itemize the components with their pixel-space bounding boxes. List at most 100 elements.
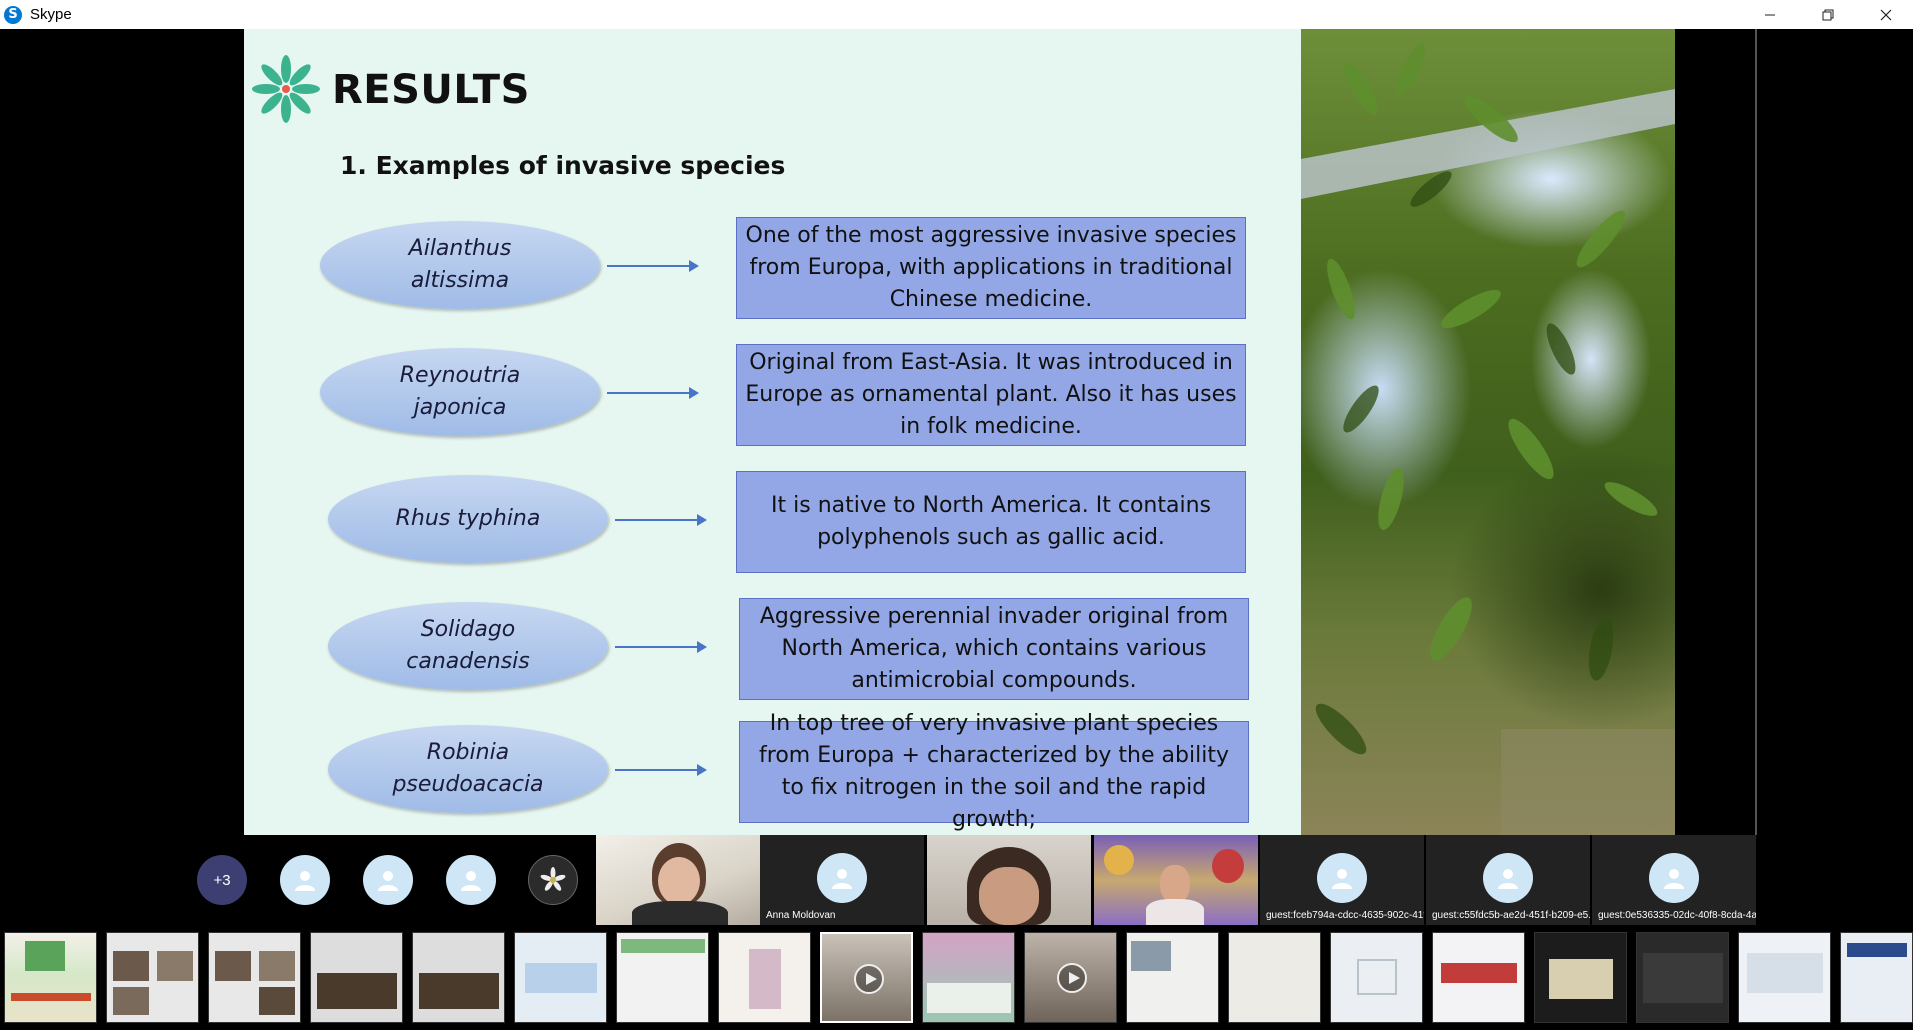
restore-button[interactable] [1800,0,1855,29]
play-icon[interactable] [854,964,884,994]
shared-content-filmstrip [0,925,1913,1030]
thumbnail[interactable] [514,932,607,1023]
participant-name: Anna Moldovan [766,910,836,921]
species-ellipse: Robinia pseudoacacia [328,725,608,813]
thumb-graphic [927,983,1011,1013]
species-description: It is native to North America. It contai… [736,471,1246,573]
play-icon[interactable] [1057,963,1087,993]
participant-tile-guest[interactable]: guest:0e536335-02dc-40f8-8cda-4a... [1592,835,1756,925]
close-button[interactable] [1858,0,1913,29]
thumbnail[interactable] [4,932,97,1023]
thumb-graphic [525,963,597,993]
thumb-graphic [749,949,781,1009]
arrow-icon [607,260,699,272]
species-ellipse: Rhus typhina [328,475,608,563]
flower-logo-icon [252,55,320,123]
thumbnail[interactable] [208,932,301,1023]
participant-video-tile[interactable] [1094,835,1258,925]
slide-subtitle: 1. Examples of invasive species [340,151,786,180]
participant-avatar[interactable] [446,855,496,905]
participant-avatar-image[interactable] [528,855,578,905]
person-icon [295,871,315,891]
thumb-graphic [1847,943,1907,957]
species-row: Ailanthus altissima One of the most aggr… [244,217,1301,321]
arrow-icon [615,764,707,776]
thumbnail[interactable] [412,932,505,1023]
thumbnail[interactable] [1534,932,1627,1023]
participant-tile-guest[interactable]: guest:c55fdc5b-ae2d-451f-b209-e5... [1426,835,1590,925]
participant-name: guest:0e536335-02dc-40f8-8cda-4a... [1598,910,1756,921]
species-row: Solidago canadensis Aggressive perennial… [244,598,1301,702]
thumb-graphic [419,973,499,1009]
species-row: Rhus typhina It is native to North Ameri… [244,471,1301,575]
participant-tile-anna[interactable]: Anna Moldovan [760,835,924,925]
thumbnail[interactable] [1738,932,1831,1023]
species-description: Aggressive perennial invader original fr… [739,598,1249,700]
thumbnail[interactable] [1636,932,1729,1023]
arrow-icon [615,514,707,526]
thumbnail[interactable] [1330,932,1423,1023]
person-icon [1664,869,1684,889]
thumb-graphic [25,941,65,971]
thumb-graphic [113,987,149,1015]
species-description: Original from East-Asia. It was introduc… [736,344,1246,446]
thumbnail[interactable] [1840,932,1913,1023]
thumbnail-selected[interactable] [820,932,913,1023]
thumb-graphic [1643,953,1723,1003]
skype-logo-icon: S [4,5,22,24]
toy-decoration [1104,845,1134,875]
foliage-drawing [1301,43,1675,835]
person-icon [461,871,481,891]
thumb-graphic [157,951,193,981]
thumb-graphic [1357,959,1397,995]
more-participants-button[interactable]: +3 [197,855,247,905]
thumb-graphic [1131,941,1171,971]
thumbnail[interactable] [310,932,403,1023]
participant-body [1146,899,1204,925]
tree-photo [1301,29,1675,835]
participant-video-tile[interactable] [596,835,760,925]
edelweiss-icon [540,867,566,891]
person-icon [378,871,398,891]
thumb-graphic [1549,959,1613,999]
participant-avatar[interactable] [363,855,413,905]
species-ellipse: Solidago canadensis [328,602,608,690]
participant-name: guest:c55fdc5b-ae2d-451f-b209-e5... [1432,910,1590,921]
species-row: Robinia pseudoacacia In top tree of very… [244,711,1301,832]
thumb-graphic [621,939,705,953]
participant-video-tile[interactable] [927,835,1091,925]
participant-face [658,857,700,905]
participant-avatar [1649,853,1699,903]
presentation-slide: RESULTS 1. Examples of invasive species … [244,29,1301,835]
participant-face [979,867,1039,925]
species-description: In top tree of very invasive plant speci… [739,711,1249,832]
arrow-icon [615,641,707,653]
participant-name: guest:fceb794a-cdcc-4635-902c-41f... [1266,910,1424,921]
thumb-graphic [317,973,397,1009]
thumbnail[interactable] [106,932,199,1023]
thumbnail[interactable] [1228,932,1321,1023]
person-icon [832,869,852,889]
participant-tile-guest[interactable]: guest:fceb794a-cdcc-4635-902c-41f... [1260,835,1424,925]
minimize-button[interactable] [1742,0,1797,29]
thumb-graphic [259,987,295,1015]
species-ellipse: Ailanthus altissima [320,221,600,309]
participant-avatar[interactable] [280,855,330,905]
participant-avatar [1317,853,1367,903]
title-bar: S Skype [0,0,1913,29]
thumb-graphic [1441,963,1517,983]
thumbnail[interactable] [1126,932,1219,1023]
arrow-icon [607,387,699,399]
thumbnail[interactable] [922,932,1015,1023]
thumb-graphic [1747,953,1823,993]
person-icon [1498,869,1518,889]
thumbnail[interactable] [1432,932,1525,1023]
thumbnail[interactable] [1024,932,1117,1023]
slide-title: RESULTS [332,67,530,113]
species-ellipse: Reynoutria japonica [320,348,600,436]
toy-decoration [1212,849,1244,883]
thumbnail[interactable] [718,932,811,1023]
participants-strip: +3 Anna Moldovan guest:fceb794a-cdcc [0,835,1913,925]
shared-screen-stage: RESULTS 1. Examples of invasive species … [0,29,1913,835]
thumbnail[interactable] [616,932,709,1023]
